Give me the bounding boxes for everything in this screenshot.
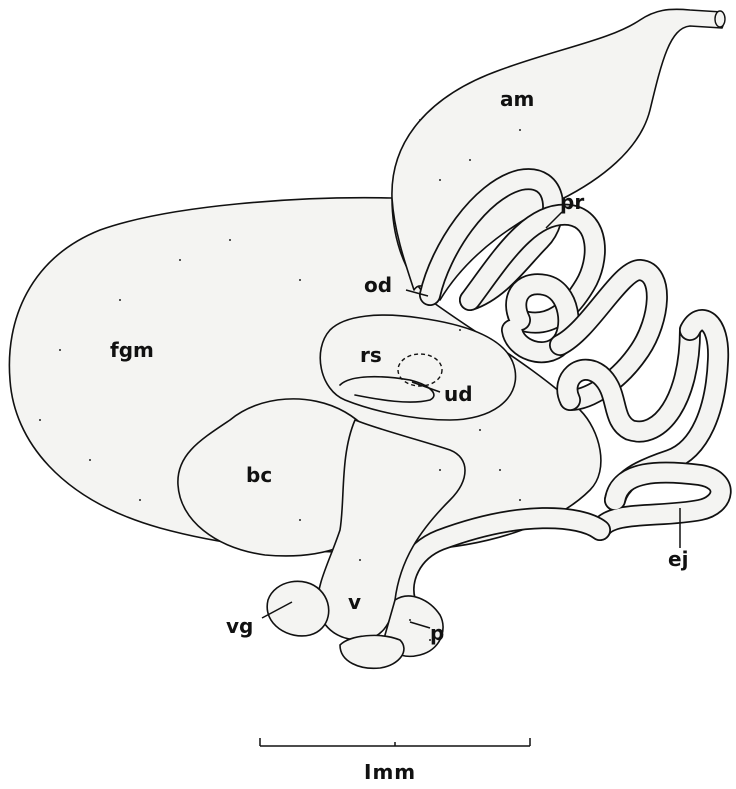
label-fgm: fgm <box>110 338 154 362</box>
label-v: v <box>348 590 361 614</box>
label-rs: rs <box>360 343 382 367</box>
scale-bar: Imm <box>260 738 530 784</box>
label-od: od <box>364 273 392 297</box>
albumen-duct-tip <box>715 11 725 27</box>
label-vg: vg <box>226 614 253 638</box>
label-ej: ej <box>668 547 688 571</box>
label-p: p <box>430 621 444 645</box>
vagina-base <box>340 635 404 668</box>
scale-bar-label: Imm <box>364 760 416 784</box>
label-pr: pr <box>560 190 584 214</box>
label-ud: ud <box>444 382 473 406</box>
vaginal-gland-outline <box>267 581 329 636</box>
label-am: am <box>500 87 534 111</box>
label-bc: bc <box>246 463 272 487</box>
